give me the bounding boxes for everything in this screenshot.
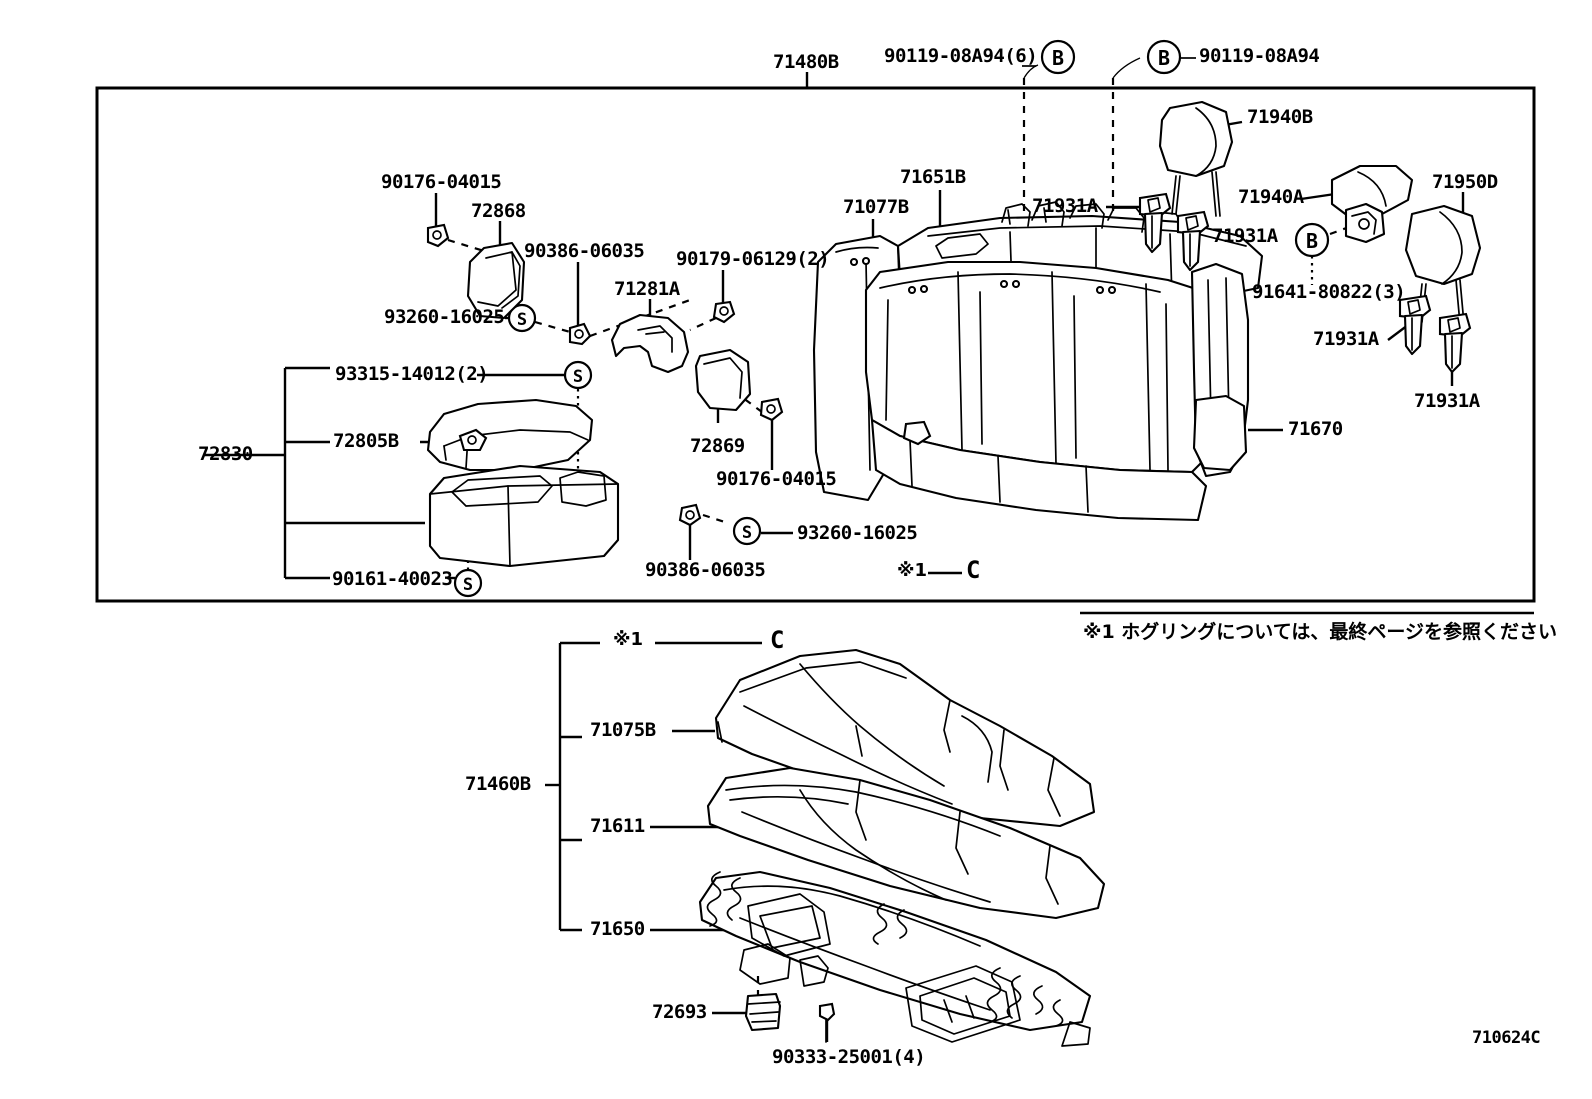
hog-ring-marker-upper: ※1 [897, 560, 928, 581]
label-cushion-frame-71650: 71650 [590, 918, 645, 940]
label-armrest-hinge-71281A: 71281A [614, 278, 680, 300]
label-armrest-cover-72805B: 72805B [333, 430, 399, 452]
hog-ring-marker-lower: ※1 [613, 629, 644, 650]
label-bolt-90386-top: 90386-06035 [524, 240, 645, 262]
label-clip-72693: 72693 [652, 1001, 707, 1023]
label-cushion-pad-71611: 71611 [590, 815, 645, 837]
label-guide-71931A-3: 71931A [1313, 328, 1379, 350]
label-armrest-assy-72830: 72830 [198, 443, 253, 465]
label-bracket-72868: 72868 [471, 200, 526, 222]
label-screw-91641: 91641-80822(3) [1252, 281, 1406, 303]
label-bolt-90179: 90179-06129(2) [676, 248, 830, 270]
label-seatback-pad-71077B: 71077B [843, 196, 909, 218]
svg-text:S: S [573, 367, 583, 387]
hog-ring-letter-upper: C [966, 556, 980, 584]
diagram-reference-code: 710624C [1472, 1028, 1541, 1048]
label-bolt-90176-bottom: 90176-04015 [716, 468, 837, 490]
svg-text:S: S [517, 310, 527, 330]
hog-ring-letter-lower: C [770, 626, 784, 654]
label-seatback-assy: 71480B [773, 51, 839, 73]
label-nut-93260-bottom: 93260-16025 [797, 522, 918, 544]
label-bolt-90119: 90119-08A94 [1199, 45, 1320, 67]
footnote-text: ※1 ホグリングについては、最終ページを参照ください [1083, 621, 1557, 643]
svg-text:B: B [1158, 46, 1170, 70]
label-guide-71931A-4: 71931A [1414, 390, 1480, 412]
label-cushion-assy-71460B: 71460B [465, 773, 531, 795]
label-headrest-71950D: 71950D [1432, 171, 1498, 193]
svg-text:B: B [1306, 229, 1318, 253]
label-headrest-71940A: 71940A [1238, 186, 1304, 208]
label-bolt-90333: 90333-25001(4) [772, 1046, 926, 1068]
label-guide-71931A-2: 71931A [1212, 225, 1278, 247]
label-screw-90161: 90161-40023 [332, 568, 453, 590]
label-bolt-90119-6: 90119-08A94(6) [884, 45, 1038, 67]
label-cushion-cover-71075B: 71075B [590, 719, 656, 741]
label-bracket-72869: 72869 [690, 435, 745, 457]
label-seatback-cover-71651B: 71651B [900, 166, 966, 188]
label-bolt-90176-top: 90176-04015 [381, 171, 502, 193]
label-screw-93315: 93315-14012(2) [335, 363, 489, 385]
svg-text:B: B [1052, 46, 1064, 70]
label-side-trim-71670: 71670 [1288, 418, 1343, 440]
label-bolt-90386-bottom: 90386-06035 [645, 559, 766, 581]
label-headrest-71940B: 71940B [1247, 106, 1313, 128]
label-guide-71931A-1: 71931A [1032, 195, 1098, 217]
svg-text:S: S [463, 575, 473, 595]
label-nut-93260-top: 93260-16025 [384, 306, 505, 328]
svg-text:S: S [742, 523, 752, 543]
